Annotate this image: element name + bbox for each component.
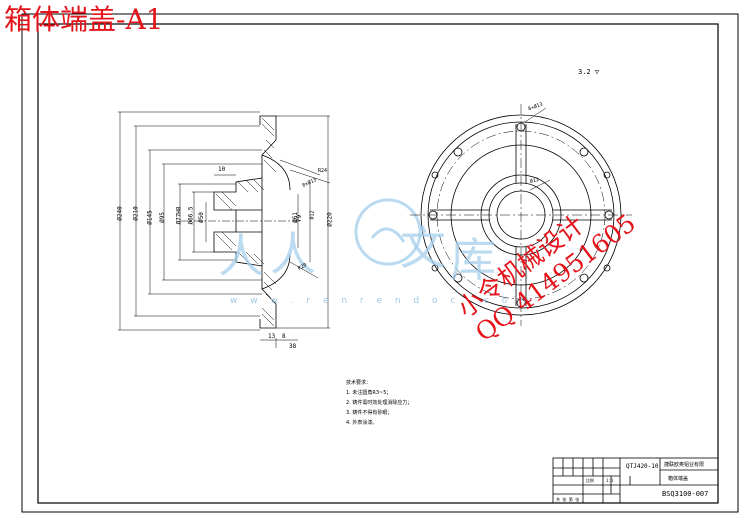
- section-dimensions: [118, 111, 331, 348]
- dim-b2: 8: [282, 333, 286, 340]
- tech-notes: 技术要求： 1. 未注圆角R3~5； 2. 铸件需时效处理消除应力； 3. 铸件…: [346, 378, 412, 428]
- bolt-holes: [428, 122, 614, 308]
- tech-note-3: 3. 铸件不得有砂眼；: [346, 410, 393, 416]
- drawing-title: 箱体端盖-A1: [4, 3, 164, 36]
- side-view: [410, 104, 632, 326]
- dim-d10: 79: [296, 214, 304, 223]
- dim-d8: Ø220: [326, 212, 334, 227]
- watermark-logo: [354, 198, 422, 266]
- title-block-scale: 1:1: [606, 478, 614, 483]
- tech-notes-title: 技术要求：: [346, 380, 372, 386]
- dim-d14: Ø12: [309, 210, 316, 220]
- watermark-char-4: 库: [450, 233, 496, 287]
- inner-frame: [37, 23, 719, 504]
- dim-d12: R24: [318, 168, 328, 174]
- section-view: [180, 115, 300, 329]
- dim-d5: Ø77H8: [175, 206, 183, 225]
- watermark-char-1: 人: [218, 229, 264, 283]
- dim-d4: Ø95: [158, 212, 166, 223]
- title-block-company: 捷联欧奥铝业有限: [664, 462, 705, 468]
- title-block-sheet: 共 张 第 张: [556, 497, 580, 502]
- dim-top: 10: [218, 166, 226, 173]
- dim-d7: Ø50: [197, 212, 205, 223]
- title-block: [552, 457, 719, 504]
- title-block-drawing-no: BSQ3100-007: [662, 490, 709, 498]
- dim-b3: 38: [289, 343, 297, 350]
- tech-note-1: 1. 未注圆角R3~5；: [346, 390, 392, 396]
- dim-b1: 13: [268, 333, 276, 340]
- dim-d1: Ø240: [116, 206, 124, 221]
- tech-note-4: 4. 外表涂漆。: [346, 420, 378, 426]
- title-block-part-name: 箱体端盖: [668, 476, 689, 482]
- watermark-char-3: 文: [400, 221, 446, 275]
- title-block-scale-label: 比例: [586, 478, 594, 483]
- dim-d6: Ø66.5: [187, 206, 195, 225]
- roughness-note: 3.2 ▽: [578, 68, 600, 76]
- dim-d3: Ø145: [146, 210, 154, 225]
- watermark-char-2: 人: [270, 227, 316, 281]
- outer-border: [21, 13, 739, 513]
- watermark-url: w w w . r e n r e n d o c . c o m: [230, 296, 534, 306]
- title-block-code: QTJ420-10: [626, 463, 659, 470]
- dim-d2: Ø210: [132, 206, 140, 221]
- tech-note-2: 2. 铸件需时效处理消除应力；: [346, 400, 413, 406]
